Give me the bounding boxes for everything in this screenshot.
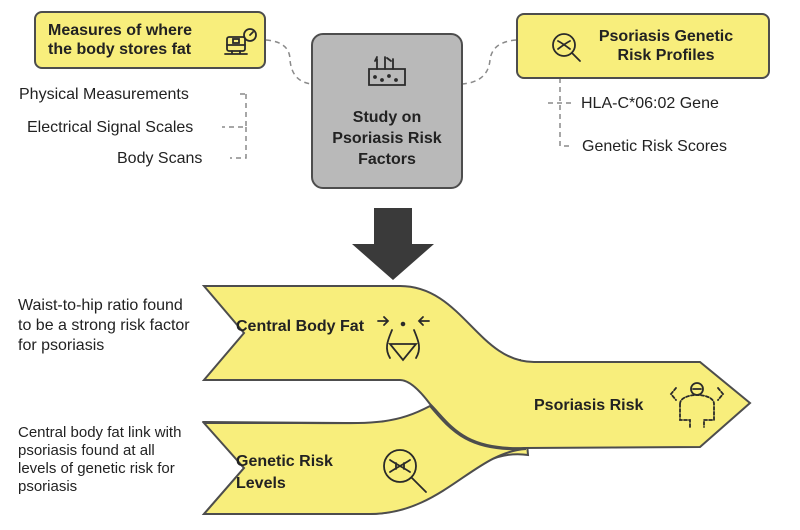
measure-item-body-scans: Body Scans (117, 150, 203, 167)
person-risk-icon (669, 382, 725, 428)
genetic-profiles-box: Psoriasis Genetic Risk Profiles (516, 13, 770, 79)
study-title: Study on Psoriasis Risk Factors (332, 109, 442, 168)
connectors (222, 39, 573, 159)
connector-left-items (222, 93, 247, 159)
scale-measure-icon (224, 28, 257, 55)
dna-magnifier-icon (552, 33, 581, 62)
measure-item-physical: Physical Measurements (19, 86, 189, 103)
genetic-link-note: Central body fat link with psoriasis fou… (18, 424, 182, 495)
genetic-risk-levels-label: Genetic Risk Levels (236, 453, 333, 492)
waist-icon (377, 316, 430, 362)
psoriasis-risk-label: Psoriasis Risk (534, 397, 644, 414)
body-fat-measures-box: Measures of where the body stores fat (34, 11, 266, 69)
down-arrow-icon (352, 208, 434, 280)
body-fat-measures-title: Measures of where the body stores fat (48, 22, 193, 58)
connector-right-items (548, 78, 573, 147)
genetic-profiles-title: Psoriasis Genetic Risk Profiles (598, 28, 734, 64)
connector-right-box-to-center (461, 39, 517, 85)
lower-band-front (201, 404, 527, 515)
upper-band (201, 285, 752, 450)
measure-item-electrical: Electrical Signal Scales (27, 119, 194, 136)
dna-magnifier-icon-band (383, 449, 427, 493)
genetic-item-risk-scores: Genetic Risk Scores (582, 138, 727, 155)
central-body-fat-label: Central Body Fat (236, 318, 365, 335)
skin-layer-icon (368, 56, 406, 86)
waist-hip-note: Waist-to-hip ratio found to be a strong … (18, 297, 190, 354)
genetic-item-hla: HLA-C*06:02 Gene (581, 95, 719, 112)
connector-left-box-to-center (265, 39, 313, 85)
study-box: Study on Psoriasis Risk Factors (311, 33, 463, 189)
